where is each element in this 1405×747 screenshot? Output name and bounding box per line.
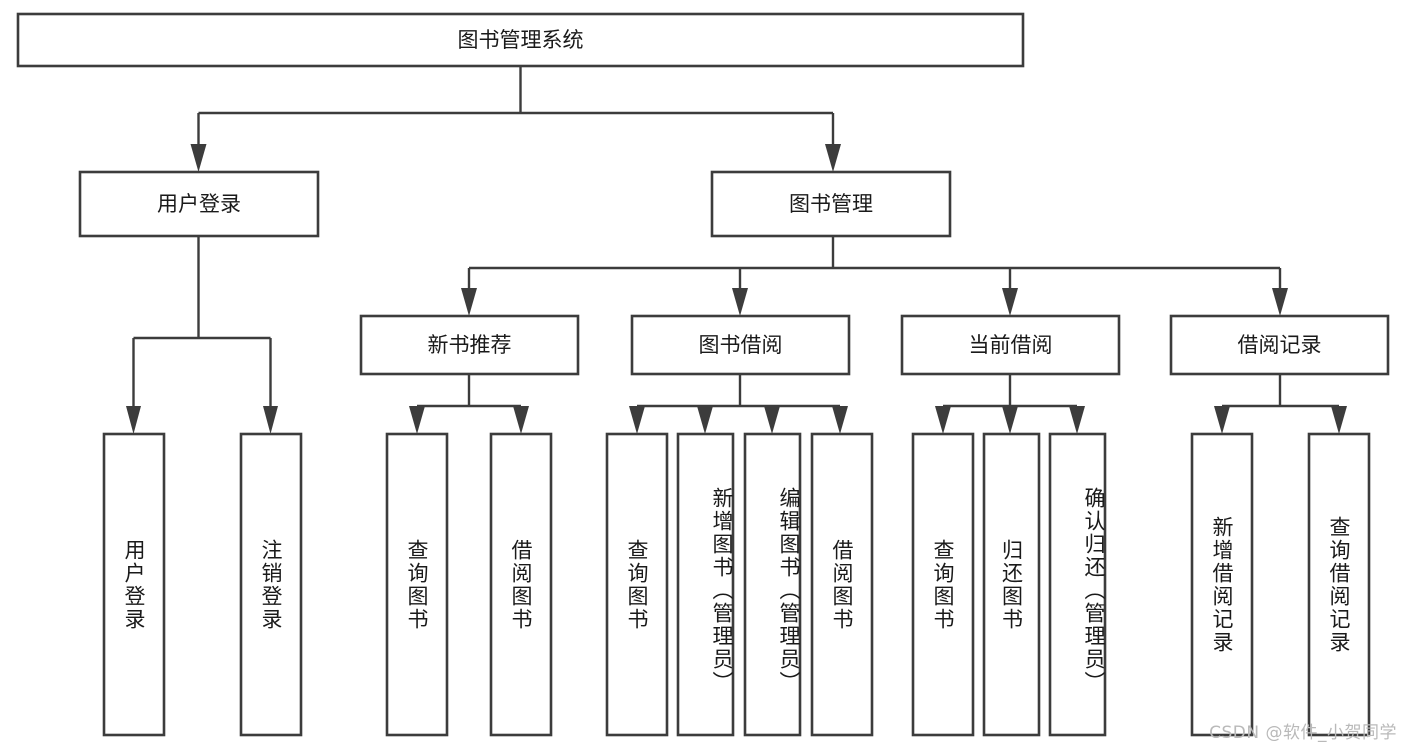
arrow-leaf-rec-query (409, 406, 425, 434)
node-leaf-cur-query[interactable] (911, 432, 975, 737)
node-book-manage[interactable] (710, 170, 952, 238)
node-leaf-logout[interactable] (239, 432, 303, 737)
arrow-to-userlogin (190, 144, 207, 172)
node-leaf-borrow-query[interactable] (605, 432, 669, 737)
arrow-leaf-cur-query (935, 406, 951, 434)
arrow-to-newbookrec (461, 288, 477, 316)
node-root[interactable] (16, 12, 1025, 68)
arrow-leaf-edit-book (764, 406, 780, 434)
node-boxes (16, 12, 1390, 737)
node-leaf-add-book[interactable] (676, 432, 735, 737)
arrow-leaf-return-book (1002, 406, 1018, 434)
label-borrow-record: 借阅记录 (1238, 333, 1322, 357)
node-leaf-user-login[interactable] (102, 432, 166, 737)
node-current-borrow[interactable] (900, 314, 1121, 376)
arrow-leaf-add-record (1214, 406, 1230, 434)
arrow-leaf-borrow-query (629, 406, 645, 434)
label-book-manage: 图书管理 (789, 192, 873, 216)
connectors (126, 66, 1347, 434)
arrow-leaf-confirm-return (1069, 406, 1085, 434)
node-leaf-confirm-return[interactable] (1048, 432, 1107, 737)
node-leaf-query-record[interactable] (1307, 432, 1371, 737)
arrow-to-bookmanage (825, 144, 841, 172)
label-new-book-rec: 新书推荐 (428, 333, 512, 357)
arrow-to-bookborrow (732, 288, 748, 316)
arrow-leaf-query-record (1331, 406, 1347, 434)
horizontal-labels: 图书管理系统 用户登录 图书管理 新书推荐 图书借阅 当前借阅 借阅记录 (157, 28, 1322, 357)
arrow-leaf-add-book (697, 406, 713, 434)
arrow-to-borrowrecord (1272, 288, 1288, 316)
arrow-leaf-rec-borrow (513, 406, 529, 434)
label-current-borrow: 当前借阅 (969, 333, 1053, 357)
node-leaf-rec-query[interactable] (385, 432, 449, 737)
arrow-leaf-borrow-book (832, 406, 848, 434)
node-user-login[interactable] (78, 170, 320, 238)
csdn-watermark: CSDN @软件_小贺同学 (1209, 723, 1397, 743)
node-leaf-rec-borrow[interactable] (489, 432, 553, 737)
node-leaf-borrow-book[interactable] (810, 432, 874, 737)
arrow-leaf-logout (263, 406, 278, 434)
node-book-borrow[interactable] (630, 314, 851, 376)
arrow-to-currentborrow (1002, 288, 1018, 316)
node-borrow-record[interactable] (1169, 314, 1390, 376)
node-new-book-rec[interactable] (359, 314, 580, 376)
label-root: 图书管理系统 (458, 28, 584, 52)
label-book-borrow: 图书借阅 (699, 333, 783, 357)
node-leaf-edit-book[interactable] (743, 432, 802, 737)
node-leaf-add-record[interactable] (1190, 432, 1254, 737)
arrow-leaf-user-login (126, 406, 141, 434)
node-leaf-return-book[interactable] (982, 432, 1041, 737)
label-user-login: 用户登录 (157, 192, 241, 216)
